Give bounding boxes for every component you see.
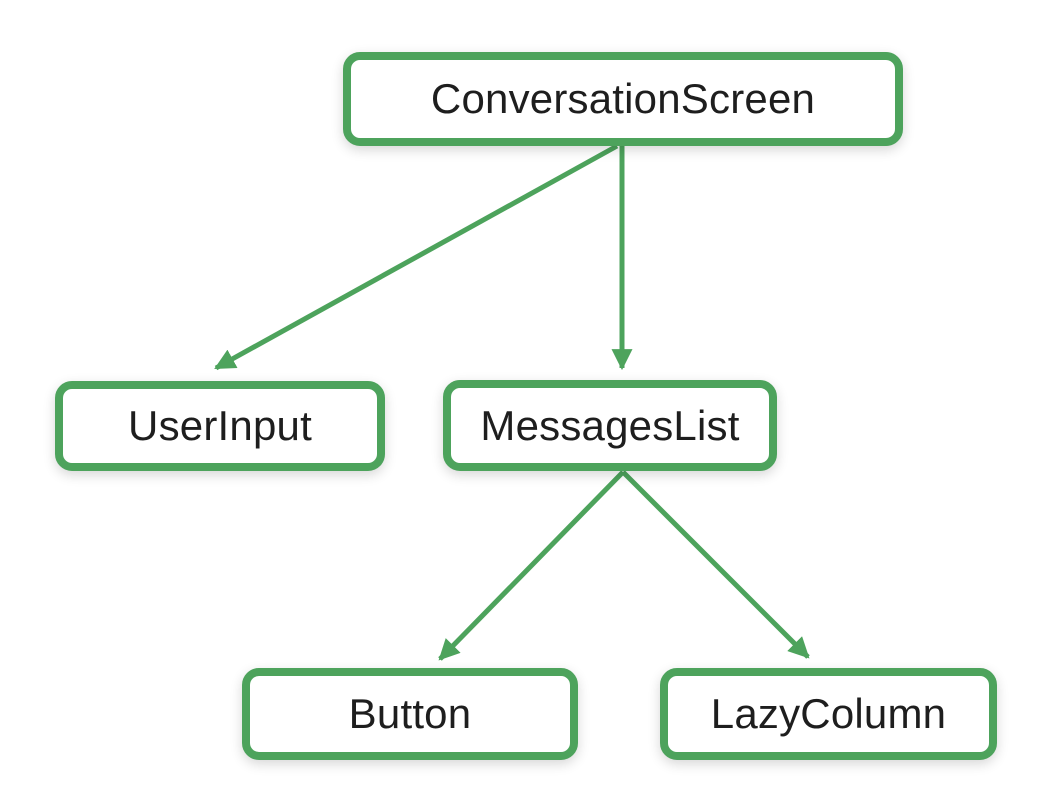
- node-lazycolumn-label: LazyColumn: [710, 690, 947, 737]
- node-lazycolumn: LazyColumn: [660, 668, 997, 760]
- edge-messageslist-button: [438, 470, 625, 661]
- node-conversationscreen: ConversationScreen: [343, 52, 903, 146]
- node-messageslist-label: MessagesList: [480, 401, 740, 449]
- node-userinput-label: UserInput: [128, 402, 312, 449]
- node-conversationscreen-label: ConversationScreen: [430, 75, 816, 122]
- node-messageslist: MessagesList: [443, 380, 777, 471]
- edge-messageslist-lazycolumn: [621, 470, 810, 659]
- node-userinput: UserInput: [55, 381, 385, 471]
- node-button-label: Button: [348, 690, 472, 737]
- edge-conversationscreen-userinput: [214, 143, 619, 371]
- node-button: Button: [242, 668, 578, 760]
